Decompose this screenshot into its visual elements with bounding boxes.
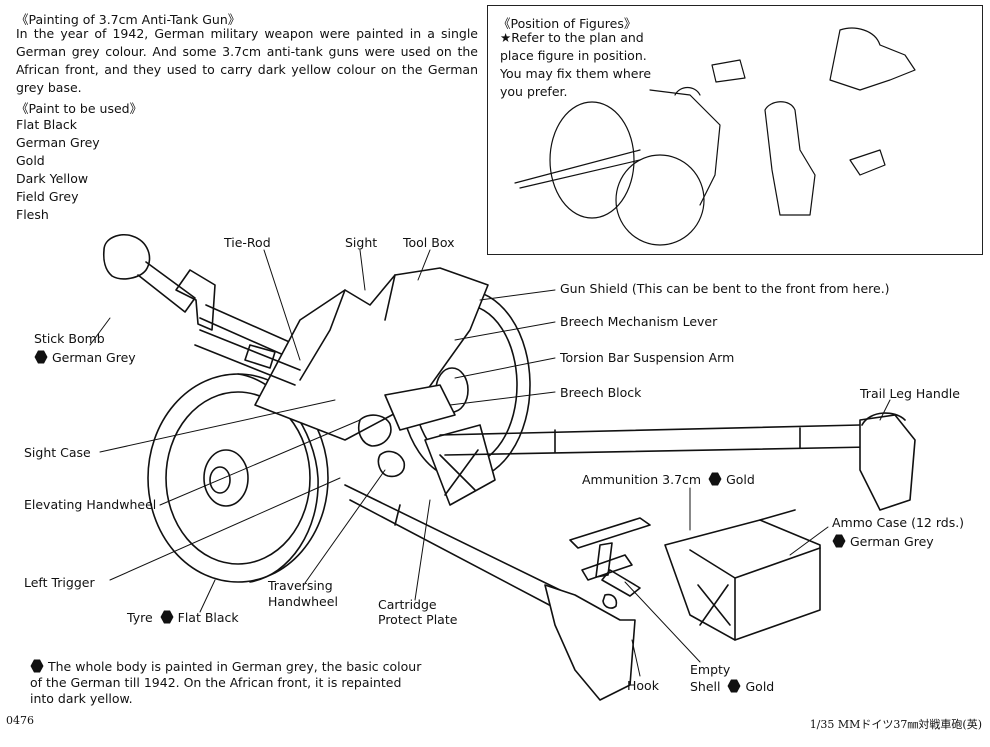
paint-list: Flat Black German Grey Gold Dark Yellow … (16, 116, 100, 224)
figures-illustration (514, 27, 916, 246)
figures-panel: 《Position of Figures》 ★Refer to the plan… (487, 5, 983, 255)
label-tyre: Tyre (127, 610, 153, 625)
paints-heading: 《Paint to be used》 (16, 101, 143, 116)
empty-shell-paint: Shell Gold (690, 679, 774, 694)
label-cartridge-2: Protect Plate (378, 612, 458, 627)
paint-item-gold: Gold (16, 153, 45, 168)
note-line-1: The whole body is painted in German grey… (30, 659, 421, 675)
tyre-color: Flat Black (177, 610, 239, 625)
ammunition-color: Gold (726, 472, 755, 487)
label-traversing-1: Traversing (268, 578, 333, 593)
paint-item-flesh: Flesh (16, 207, 49, 222)
label-cartridge-1: Cartridge (378, 597, 437, 612)
stick-bomb-paint: German Grey (34, 350, 136, 365)
tyre-paint: Tyre Flat Black (127, 610, 239, 625)
label-traversing-2: Handwheel (268, 594, 338, 609)
right-trail-leg-illustration (439, 412, 916, 511)
painting-heading: 《Painting of 3.7cm Anti-Tank Gun》 (16, 12, 241, 27)
barrel-illustration (194, 329, 301, 386)
ammunition-illustration (569, 517, 651, 609)
label-gun-shield: Gun Shield (This can be bent to the fron… (560, 281, 890, 296)
ammo-case-color: German Grey (850, 534, 934, 549)
label-sight-case: Sight Case (24, 445, 91, 460)
label-torsion-arm: Torsion Bar Suspension Arm (560, 350, 735, 365)
label-left-trigger: Left Trigger (24, 575, 95, 590)
paint-hex-icon (160, 610, 174, 624)
paint-hex-icon (34, 350, 48, 364)
left-trail-leg-illustration (344, 484, 636, 701)
label-tie-rod: Tie-Rod (224, 235, 271, 250)
label-breech-block: Breech Block (560, 385, 642, 400)
figures-body: ★Refer to the plan and place figure in p… (500, 30, 652, 99)
paint-hex-icon (30, 659, 44, 673)
note-line-2: of the German till 1942. On the African … (30, 675, 402, 690)
paint-item-flat-black: Flat Black (16, 117, 78, 132)
label-ammunition: Ammunition 3.7cm (582, 472, 702, 487)
breech-block-illustration (357, 384, 496, 506)
ammunition-paint: Ammunition 3.7cm Gold (582, 472, 755, 487)
figures-heading: 《Position of Figures》 (498, 16, 637, 31)
paint-item-field-grey: Field Grey (16, 189, 79, 204)
paint-hex-icon (832, 534, 846, 548)
leader-lines (89, 249, 891, 677)
stick-bomb-color: German Grey (52, 350, 136, 365)
ammo-case-illustration (664, 509, 821, 641)
label-tool-box: Tool Box (403, 235, 455, 250)
label-stick-bomb: Stick Bomb (34, 331, 105, 346)
label-trail-handle: Trail Leg Handle (860, 386, 960, 401)
ammo-case-paint: German Grey (832, 534, 934, 549)
label-empty-2: Shell (690, 679, 721, 694)
paint-item-german-grey: German Grey (16, 135, 100, 150)
footer-title: 1/35 MMドイツ37㎜対戦車砲(英) (809, 718, 982, 731)
label-elevating: Elevating Handwheel (24, 497, 157, 512)
body-note: The whole body is painted in German grey… (30, 659, 421, 707)
paint-hex-icon (727, 679, 741, 693)
label-sight: Sight (345, 235, 378, 250)
label-empty-1: Empty (690, 662, 731, 677)
paint-hex-icon (708, 472, 722, 486)
footer-code: 0476 (6, 714, 34, 727)
note-line-3: into dark yellow. (30, 691, 133, 706)
label-breech-lever: Breech Mechanism Lever (560, 314, 718, 329)
paint-item-dark-yellow: Dark Yellow (16, 171, 89, 186)
empty-shell-color: Gold (745, 679, 775, 694)
label-hook: Hook (627, 678, 659, 693)
painting-body: In the year of 1942, German military wea… (16, 26, 478, 95)
label-ammo-case: Ammo Case (12 rds.) (832, 515, 965, 530)
